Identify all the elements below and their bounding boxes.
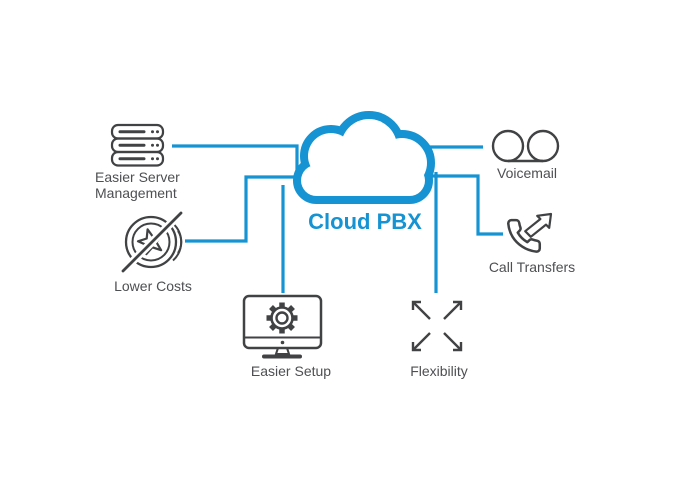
label-flexibility: Flexibility — [410, 363, 468, 379]
server-stack-icon — [110, 123, 165, 167]
arrow-sw — [411, 332, 431, 352]
label-line-1: Easier Server — [95, 169, 180, 185]
gear-icon — [266, 302, 298, 334]
outgoing-arrow-icon — [524, 212, 553, 238]
voicemail-reels-icon — [491, 129, 560, 163]
arrow-ne — [443, 300, 463, 320]
label-easier-server-management: Easier Server Management — [95, 169, 180, 201]
no-cost-coin-icon — [120, 210, 184, 274]
connector-server-and-lower-costs — [172, 144, 299, 243]
label-line-2: Management — [95, 185, 177, 201]
cloud-icon — [293, 111, 435, 204]
label-voicemail: Voicemail — [497, 165, 557, 181]
expand-arrows-icon — [411, 300, 463, 352]
arrow-nw — [411, 300, 431, 320]
phone-transfer-icon — [507, 212, 553, 253]
label-lower-costs: Lower Costs — [114, 278, 192, 294]
label-call-transfers: Call Transfers — [488, 259, 576, 275]
connector-call-transfers — [408, 174, 503, 236]
arrow-se — [443, 332, 463, 352]
monitor-gear-icon — [242, 294, 323, 359]
label-easier-setup: Easier Setup — [250, 363, 332, 379]
cloud-pbx-title: Cloud PBX — [308, 209, 422, 234]
